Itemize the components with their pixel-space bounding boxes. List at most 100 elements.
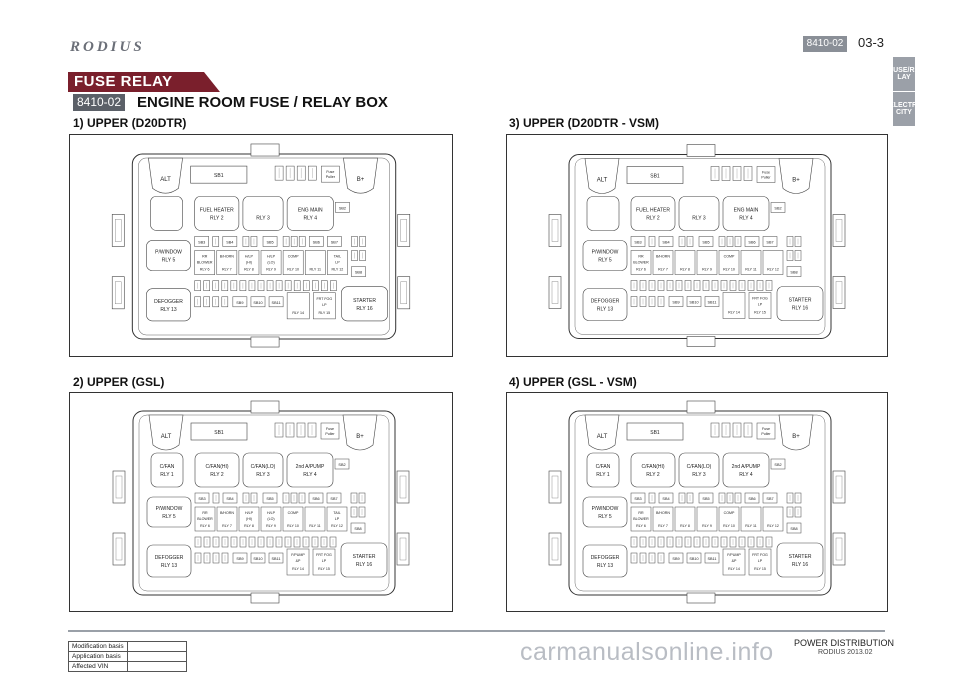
relay-small-label: (LO): [267, 261, 274, 265]
relay-small: [674, 250, 696, 275]
relay-small: [304, 506, 326, 532]
side-tab-fuse-relay[interactable]: FUSE/RE LAY: [889, 57, 919, 91]
relay-small-label: RLY 9: [702, 524, 712, 528]
relay-label: RLY 4: [304, 215, 318, 221]
side-tab-electricity[interactable]: ELECTRI CITY: [889, 92, 919, 126]
side-tab-label: FUSE/RE LAY: [888, 67, 920, 81]
sb8-label: SB8: [355, 271, 362, 275]
relay-15-label: LP: [758, 559, 763, 563]
sb5-fuse: [698, 236, 714, 247]
mount-clip-inner: [400, 219, 407, 242]
sb3-label: SB3: [198, 497, 205, 501]
relay-15-label: FRT FOG: [316, 297, 332, 301]
sb10-fuse: [686, 296, 702, 307]
fuse-puller: [321, 165, 340, 183]
fuse-puller-label: Puller: [761, 176, 771, 180]
box-inner-outline: [138, 157, 390, 336]
sb9-fuse: [232, 296, 248, 308]
sb9-fuse: [668, 296, 684, 307]
relay-label: RLY 5: [598, 514, 612, 520]
diagram-title: 2) UPPER (GSL): [73, 375, 165, 389]
relay-label: P/WINDOW: [155, 250, 182, 256]
sb2-label: SB2: [339, 206, 346, 210]
table-cell-value: [126, 651, 187, 662]
relay-small-label: RLY 9: [702, 268, 712, 272]
relay-label: RLY 2: [646, 472, 660, 478]
relay-small-label: (HI): [246, 261, 252, 265]
relay-small-label: RLY 8: [244, 268, 254, 272]
relay-label: DEFOGGER: [154, 299, 183, 305]
alt-terminal: [584, 414, 620, 451]
relay-5: [582, 240, 628, 271]
fuse-puller: [756, 166, 776, 183]
sb10-label: SB10: [253, 557, 262, 561]
sb1-label: SB1: [214, 430, 224, 436]
table-row: Affected VIN: [68, 661, 187, 672]
table-cell-label: Affected VIN: [68, 661, 128, 672]
relay-small-label: LP: [335, 261, 340, 265]
relay-small-label: H/LP: [245, 255, 254, 259]
sb9-fuse: [668, 552, 684, 564]
sb2-fuse: [335, 202, 350, 213]
relay-small: [740, 506, 762, 532]
relay-14: [722, 292, 746, 319]
relay-small-label: H/LP: [267, 255, 276, 259]
bplus-terminal: [343, 157, 378, 194]
relay-label: 2nd A/PUMP: [296, 464, 325, 470]
sb10-label: SB10: [253, 301, 262, 305]
relay-small: [630, 250, 652, 275]
relay-small-label: RLY 12: [331, 524, 343, 528]
bplus-label: B+: [356, 434, 364, 440]
bplus-label: B+: [792, 434, 800, 440]
relay-15-label: FRT FOG: [316, 553, 332, 557]
sb4-fuse: [658, 492, 674, 504]
sb2-label: SB2: [774, 463, 781, 467]
relay-small: [216, 250, 238, 275]
mount-clip: [396, 532, 410, 566]
sb6-label: SB6: [748, 241, 755, 245]
sb5-label: SB5: [266, 240, 273, 244]
relay-label: RLY 13: [597, 307, 613, 313]
bplus-terminal: [778, 158, 814, 194]
sb5-fuse: [262, 492, 278, 504]
relay-small: [260, 250, 282, 275]
sb8-fuse: [351, 266, 366, 277]
relay-small: [696, 506, 718, 532]
sb7-fuse: [762, 236, 778, 247]
relay-small: [327, 250, 348, 275]
bplus-terminal: [778, 414, 814, 451]
relay-2: [630, 452, 676, 488]
relay-small-label: B/HORN: [656, 255, 670, 259]
sb8-label: SB8: [790, 527, 797, 531]
relay-label: RLY 3: [692, 216, 706, 222]
sb11-fuse: [268, 296, 284, 308]
relay-15-label: RLY 15: [318, 567, 330, 571]
relay-label: RLY 2: [210, 472, 224, 478]
table-cell-label: Modification basis: [68, 641, 128, 652]
sb2-fuse: [770, 202, 786, 213]
sb8-fuse: [786, 522, 802, 534]
relay-3: [678, 452, 720, 488]
top-latch: [686, 400, 716, 414]
relay-15-label: RLY 15: [754, 311, 766, 315]
relay-small-label: RLY 12: [332, 268, 344, 272]
relay-small-label: RLY 8: [244, 524, 254, 528]
bplus-terminal: [342, 414, 378, 451]
relay-small-label: COMP: [288, 255, 299, 259]
relay-small-label: RLY 12: [767, 268, 779, 272]
sb6-fuse: [744, 492, 760, 504]
relay-label: RLY 3: [256, 472, 270, 478]
relay-5: [582, 496, 628, 528]
relay-16: [340, 542, 388, 578]
relay-label: RLY 3: [692, 472, 706, 478]
sb1-label: SB1: [650, 430, 660, 436]
relay-4: [722, 196, 770, 231]
relay-3: [242, 452, 284, 488]
sb6-fuse: [308, 492, 324, 504]
sb3-fuse: [194, 492, 210, 504]
table-cell-value: [126, 661, 187, 672]
bottom-latch: [250, 336, 280, 348]
